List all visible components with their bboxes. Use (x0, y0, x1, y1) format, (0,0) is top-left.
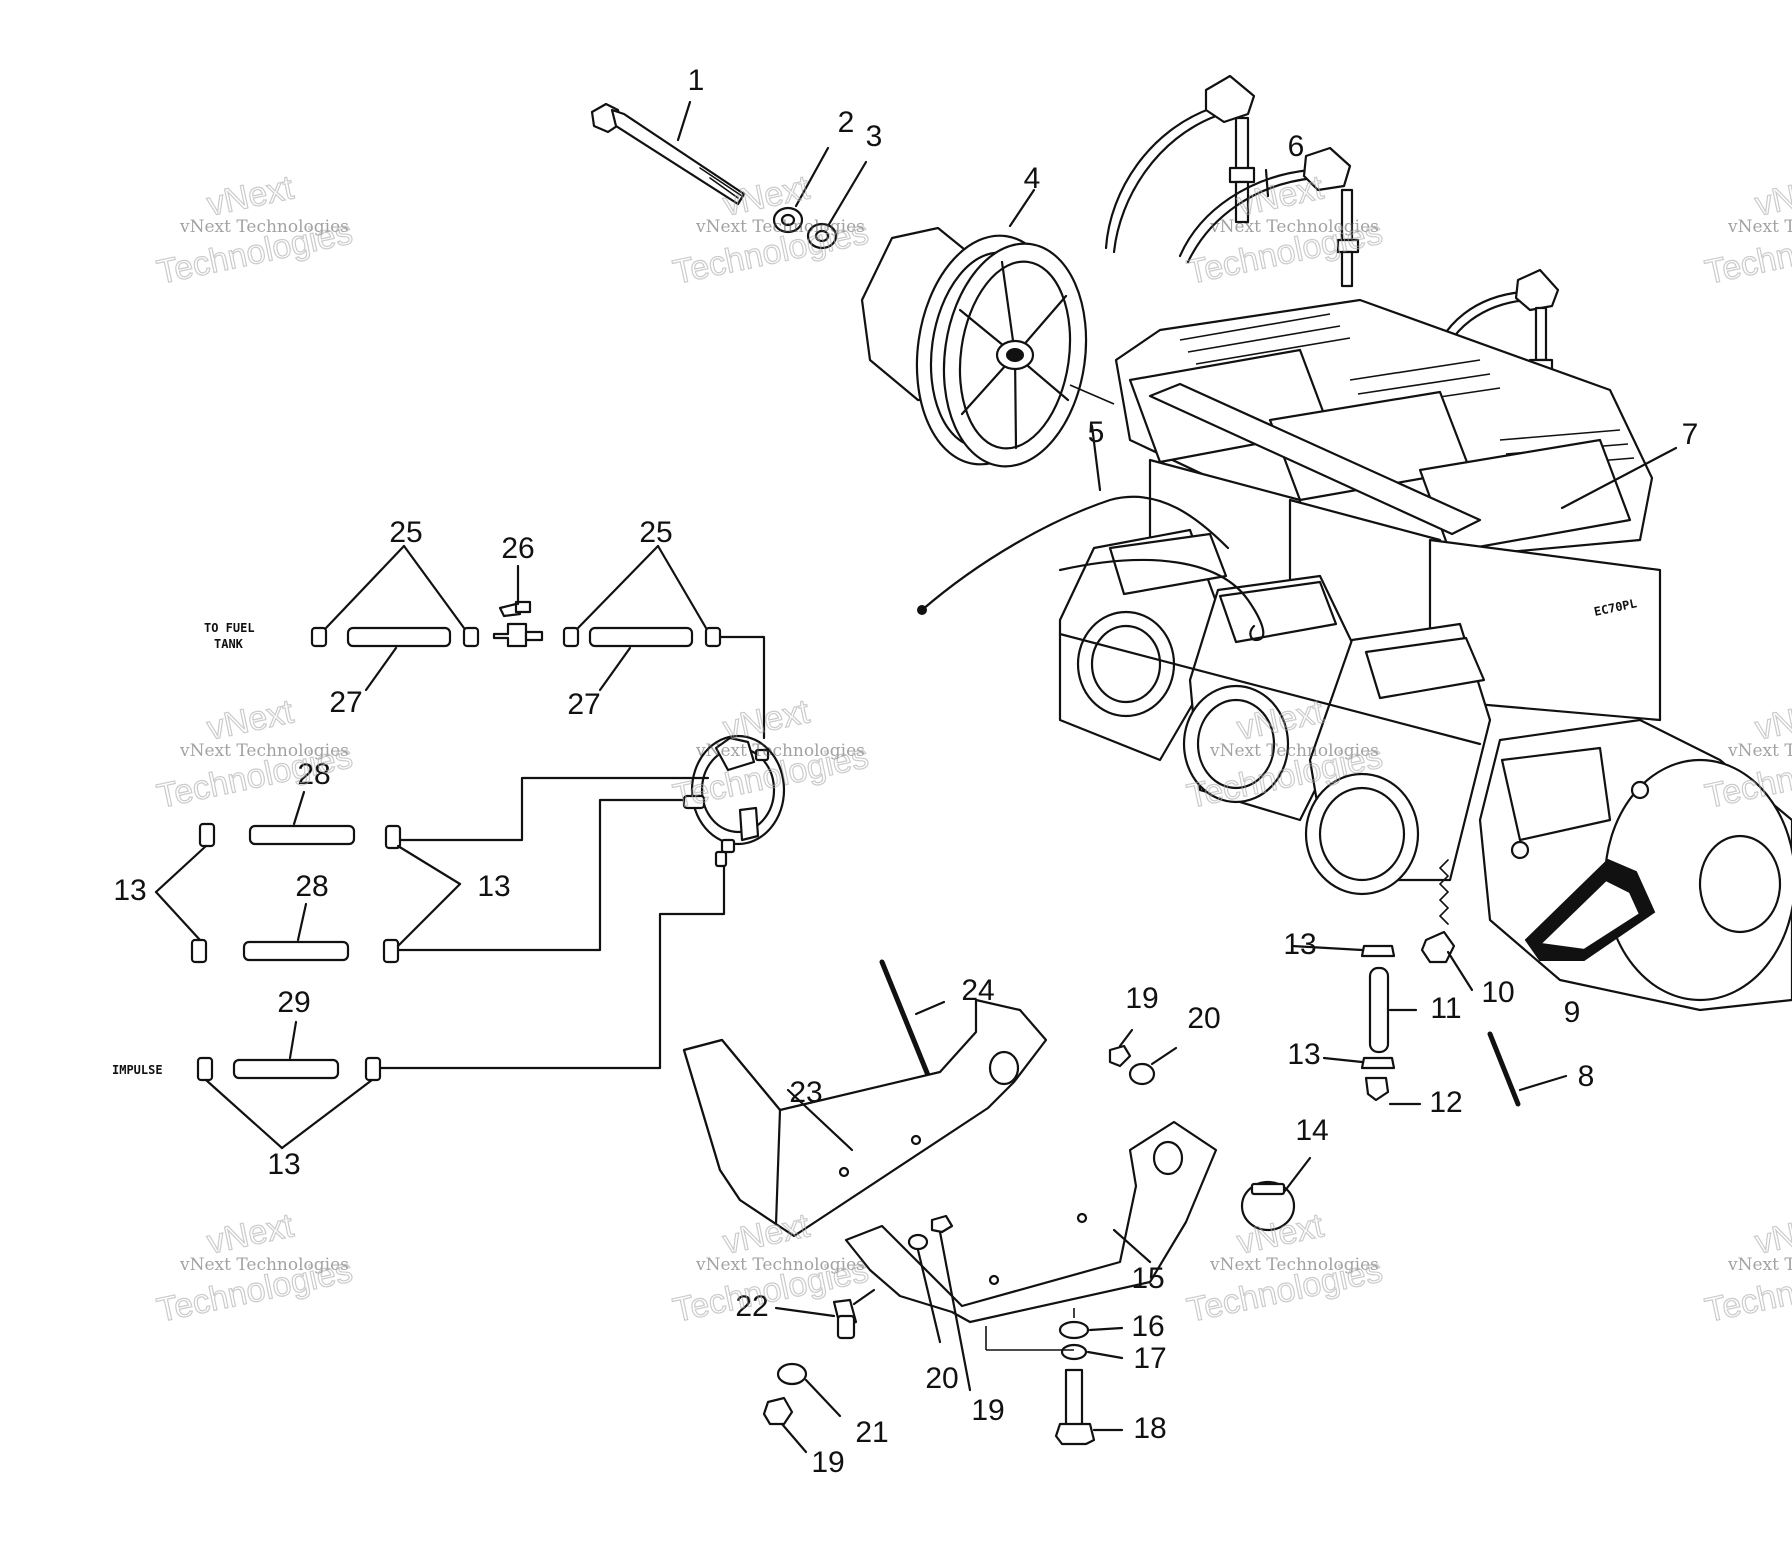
part-spark-plugs (1104, 74, 1560, 408)
callout-19-a: 19 (1125, 982, 1158, 1015)
watermark-2: vNext vNext Technologies Technologies (669, 168, 872, 293)
callout-25-b: 25 (639, 516, 672, 549)
callout-14: 14 (1295, 1114, 1328, 1147)
callout-29: 29 (277, 986, 310, 1019)
callout-27-a: 27 (329, 686, 362, 719)
svg-text:vNext: vNext (1752, 1206, 1792, 1261)
callout-13-a: 13 (1283, 928, 1316, 961)
svg-text:vNext Technologies: vNext Technologies (179, 741, 349, 761)
callout-19-b: 19 (971, 1394, 1004, 1427)
svg-text:vNext: vNext (204, 692, 297, 747)
part-engine-mounts (682, 959, 1312, 1454)
callout-26: 26 (501, 532, 534, 565)
svg-text:vNext Technologies: vNext Technologies (695, 1255, 865, 1275)
svg-text:vNext Technologies: vNext Technologies (1209, 741, 1379, 761)
watermark-9: vNext vNext Technologies Technologies (153, 1206, 356, 1331)
svg-text:vNext: vNext (204, 1206, 297, 1261)
part-fuel-fitting-stack (1290, 859, 1474, 1106)
svg-text:vNext Technologies: vNext Technologies (1727, 1255, 1792, 1275)
callout-22: 22 (735, 1290, 768, 1323)
callout-27-b: 27 (567, 688, 600, 721)
watermark-4: vNext vNext Technologies Technologies (1701, 168, 1792, 293)
callout-21: 21 (855, 1416, 888, 1449)
callout-19-c: 19 (811, 1446, 844, 1479)
svg-text:vNext Technologies: vNext Technologies (1209, 1255, 1379, 1275)
callout-7: 7 (1682, 418, 1699, 451)
svg-text:vNext Technologies: vNext Technologies (179, 217, 349, 237)
watermark-12: vNext vNext Technologies Technologies (1701, 1206, 1792, 1331)
callout-18: 18 (1133, 1412, 1166, 1445)
watermark-1: vNext vNext Technologies Technologies (153, 168, 356, 293)
watermark-5: vNext vNext Technologies Technologies (153, 692, 356, 817)
callout-4: 4 (1024, 162, 1041, 195)
part-stud-8 (1487, 1031, 1568, 1107)
part-engine: EC70PL (1058, 298, 1792, 1012)
fuel-line-schematic: TO FUEL TANK IMPULSE (112, 544, 786, 1150)
callout-23: 23 (789, 1076, 822, 1109)
callout-9: 9 (1564, 996, 1581, 1029)
svg-text:vNext Technologies: vNext Technologies (1209, 217, 1379, 237)
callout-24: 24 (961, 974, 994, 1007)
callout-13-c: 13 (113, 874, 146, 907)
part-drive-clutch (860, 188, 1115, 468)
callout-12: 12 (1429, 1086, 1462, 1119)
part-washers (772, 146, 868, 250)
callout-15: 15 (1131, 1262, 1164, 1295)
svg-text:vNext: vNext (204, 168, 297, 223)
svg-text:vNext: vNext (1752, 168, 1792, 223)
note-to-fuel: TO FUEL (204, 621, 255, 635)
callout-labels: 1 2 3 4 5 6 7 8 9 10 11 12 13 13 13 13 1… (113, 64, 1698, 1479)
callout-2: 2 (838, 106, 855, 139)
watermark-8: vNext vNext Technologies Technologies (1701, 692, 1792, 817)
svg-text:vNext Technologies: vNext Technologies (1727, 217, 1792, 237)
note-tank: TANK (214, 637, 244, 651)
watermark-11: vNext vNext Technologies Technologies (1183, 1206, 1386, 1331)
svg-text:vNext Technologies: vNext Technologies (695, 217, 865, 237)
callout-10: 10 (1481, 976, 1514, 1009)
callout-3: 3 (866, 120, 883, 153)
callout-25-a: 25 (389, 516, 422, 549)
svg-text:vNext: vNext (720, 1206, 813, 1261)
svg-text:vNext Technologies: vNext Technologies (1727, 741, 1792, 761)
callout-13-d: 13 (477, 870, 510, 903)
callout-16: 16 (1131, 1310, 1164, 1343)
callout-28-b: 28 (295, 870, 328, 903)
callout-1: 1 (688, 64, 705, 97)
callout-8: 8 (1578, 1060, 1595, 1093)
part-throttle-cable (917, 424, 1265, 642)
svg-text:vNext: vNext (1752, 692, 1792, 747)
note-impulse: IMPULSE (112, 1063, 163, 1077)
part-bolt (590, 100, 746, 206)
callout-11: 11 (1430, 992, 1461, 1025)
callout-13-e: 13 (267, 1148, 300, 1181)
svg-text:vNext: vNext (720, 692, 813, 747)
callout-6: 6 (1288, 130, 1305, 163)
callout-5: 5 (1088, 416, 1105, 449)
callout-28-a: 28 (297, 758, 330, 791)
callout-13-b: 13 (1287, 1038, 1320, 1071)
watermark-3: vNext vNext Technologies Technologies (1183, 168, 1386, 293)
callout-17: 17 (1133, 1342, 1166, 1375)
callout-20-b: 20 (925, 1362, 958, 1395)
svg-text:vNext Technologies: vNext Technologies (695, 741, 865, 761)
callout-20-a: 20 (1187, 1002, 1220, 1035)
svg-text:vNext Technologies: vNext Technologies (179, 1255, 349, 1275)
